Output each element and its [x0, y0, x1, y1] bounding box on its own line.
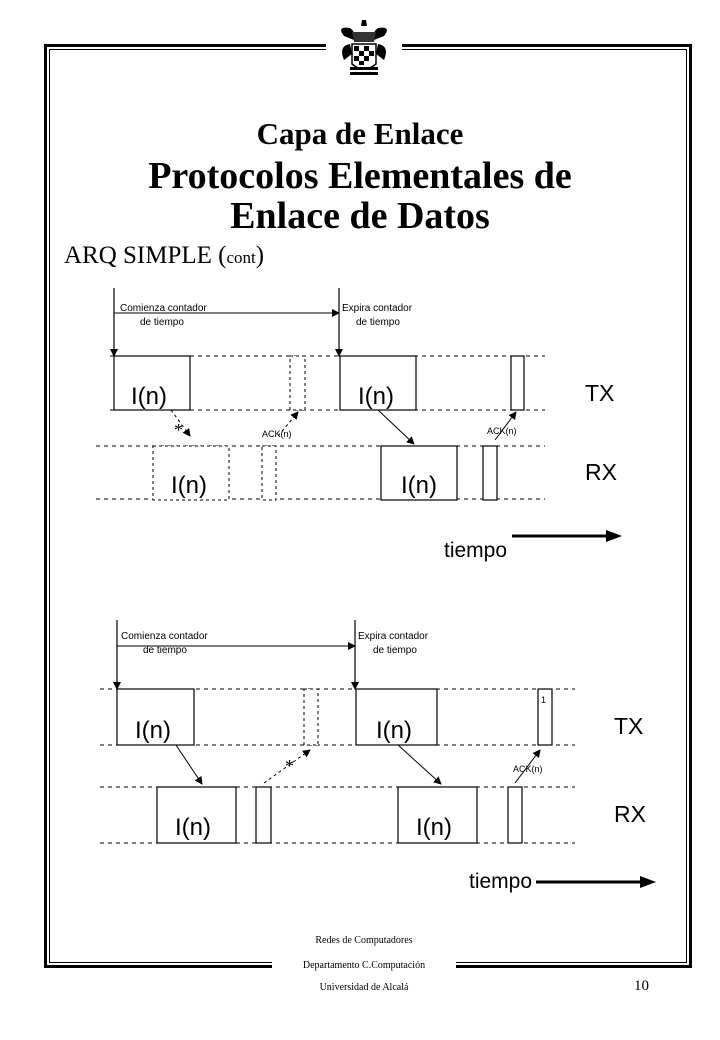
- d1-frame-arrow: [377, 409, 415, 445]
- d1-timer-start-label-2: de tiempo: [140, 317, 184, 328]
- page-subtitle-line1: Protocolos Elementales de: [148, 155, 572, 197]
- d1-timer-end-label-2: de tiempo: [356, 317, 400, 328]
- d1-tx-frame-2-label: I(n): [358, 383, 394, 410]
- section-heading: ARQ SIMPLE (cont): [64, 242, 264, 270]
- section-heading-small: cont: [226, 248, 256, 267]
- d1-timer-start-label-1: Comienza contador: [120, 303, 207, 314]
- d1-rx-frame-label: I(n): [401, 472, 437, 499]
- d2-ack-label: ACK(n): [513, 764, 543, 774]
- d1-time-arrowhead: [606, 530, 622, 542]
- page-subtitle: Protocolos Elementales de Enlace de Dato…: [0, 156, 720, 236]
- d1-ack-arrow: [494, 411, 517, 441]
- d2-ack-arrow: [514, 749, 541, 784]
- d2-frame-2-arrow: [397, 744, 442, 785]
- diagram-2: [100, 620, 656, 888]
- d2-timer-end-label-2: de tiempo: [373, 645, 417, 656]
- section-heading-end: ): [255, 242, 265, 269]
- footer-department: Departamento C.Computación: [302, 960, 426, 971]
- d1-tx-ack-slot-dashed: [289, 355, 306, 411]
- page-title: Capa de Enlace: [256, 116, 464, 151]
- d1-tx-ack-slot: [510, 355, 525, 411]
- d2-time-label: tiempo: [469, 870, 532, 893]
- d2-timer-end-label-1: Expira contador: [358, 631, 429, 642]
- d1-tx-label: TX: [585, 380, 614, 406]
- d2-tx-frame-1: [116, 688, 195, 746]
- d1-rx-frame: [380, 445, 458, 501]
- d2-tx-frame-2-label: I(n): [376, 717, 412, 744]
- d1-timer-end-label-1: Expira contador: [342, 303, 413, 314]
- d2-rx-ack-1: [255, 786, 272, 844]
- d2-tx-label: TX: [614, 713, 643, 739]
- page-number: 10: [634, 978, 649, 994]
- d2-rx-frame-2: [397, 786, 478, 844]
- d1-time-label: tiempo: [444, 539, 507, 562]
- d1-ack-label: ACK(n): [487, 426, 517, 436]
- diagram-1: [96, 288, 622, 542]
- d2-lost-mark: *: [285, 756, 294, 776]
- d1-tx-frame-2: [339, 355, 417, 411]
- d1-rx-frame-lost: [152, 445, 230, 501]
- d2-timer-start-label-2: de tiempo: [143, 645, 187, 656]
- d2-tx-ack-slot: [537, 688, 553, 746]
- footer-course: Redes de Computadores: [315, 935, 413, 946]
- d2-rx-frame-1: [156, 786, 237, 844]
- d2-ack-tag: 1: [541, 695, 546, 705]
- d1-lost-frame-arrow: [170, 409, 191, 437]
- d2-rx-frame-2-label: I(n): [416, 814, 452, 841]
- d1-rx-ack-dashed: [261, 445, 277, 501]
- d1-ack-dashed-label: ACK(n): [262, 429, 292, 439]
- d1-tx-frame-1-label: I(n): [131, 383, 167, 410]
- d2-frame-1-arrow: [175, 744, 203, 785]
- d2-time-arrowhead: [640, 876, 656, 888]
- section-heading-main: ARQ SIMPLE (: [64, 242, 227, 269]
- d1-rx-frame-lost-label: I(n): [171, 472, 207, 499]
- d1-rx-ack: [482, 445, 498, 501]
- d1-rx-label: RX: [585, 459, 617, 485]
- footer-background: [272, 924, 456, 994]
- d2-tx-frame-1-label: I(n): [135, 717, 171, 744]
- d1-ack-dashed-arrow: [277, 411, 299, 437]
- d2-tx-frame-2: [355, 688, 438, 746]
- d1-lost-mark: *: [174, 420, 183, 440]
- d1-tx-frame-1: [113, 355, 191, 411]
- d2-rx-ack-2: [507, 786, 523, 844]
- d2-tx-ack-slot-dashed: [303, 688, 319, 746]
- d2-rx-label: RX: [614, 801, 646, 827]
- d2-rx-frame-1-label: I(n): [175, 814, 211, 841]
- d2-timer-start-label-1: Comienza contador: [121, 631, 208, 642]
- page-subtitle-line2: Enlace de Datos: [230, 195, 490, 237]
- footer-university: Universidad de Alcalá: [319, 982, 409, 993]
